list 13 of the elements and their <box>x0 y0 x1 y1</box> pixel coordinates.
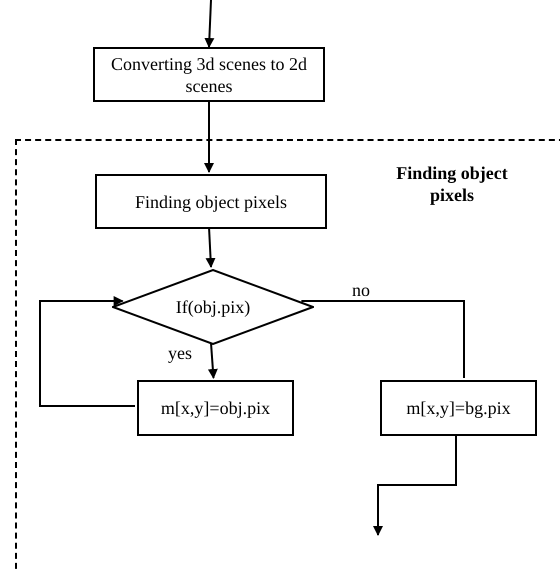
arrow <box>206 226 216 268</box>
process-box: m[x,y]=obj.pix <box>137 380 294 436</box>
region-heading: Finding object pixels <box>395 162 509 206</box>
arrow <box>204 102 214 173</box>
process-box: Converting 3d scenes to 2d scenes <box>93 47 325 102</box>
process-box: Finding object pixels <box>95 174 327 229</box>
arrow <box>373 434 457 536</box>
decision-diamond: If(obj.pix) <box>112 269 314 345</box>
process-box: m[x,y]=bg.pix <box>380 380 537 436</box>
arrow <box>204 0 214 48</box>
dashed-region <box>15 139 560 571</box>
arrow <box>39 296 135 407</box>
arrow <box>208 342 218 379</box>
